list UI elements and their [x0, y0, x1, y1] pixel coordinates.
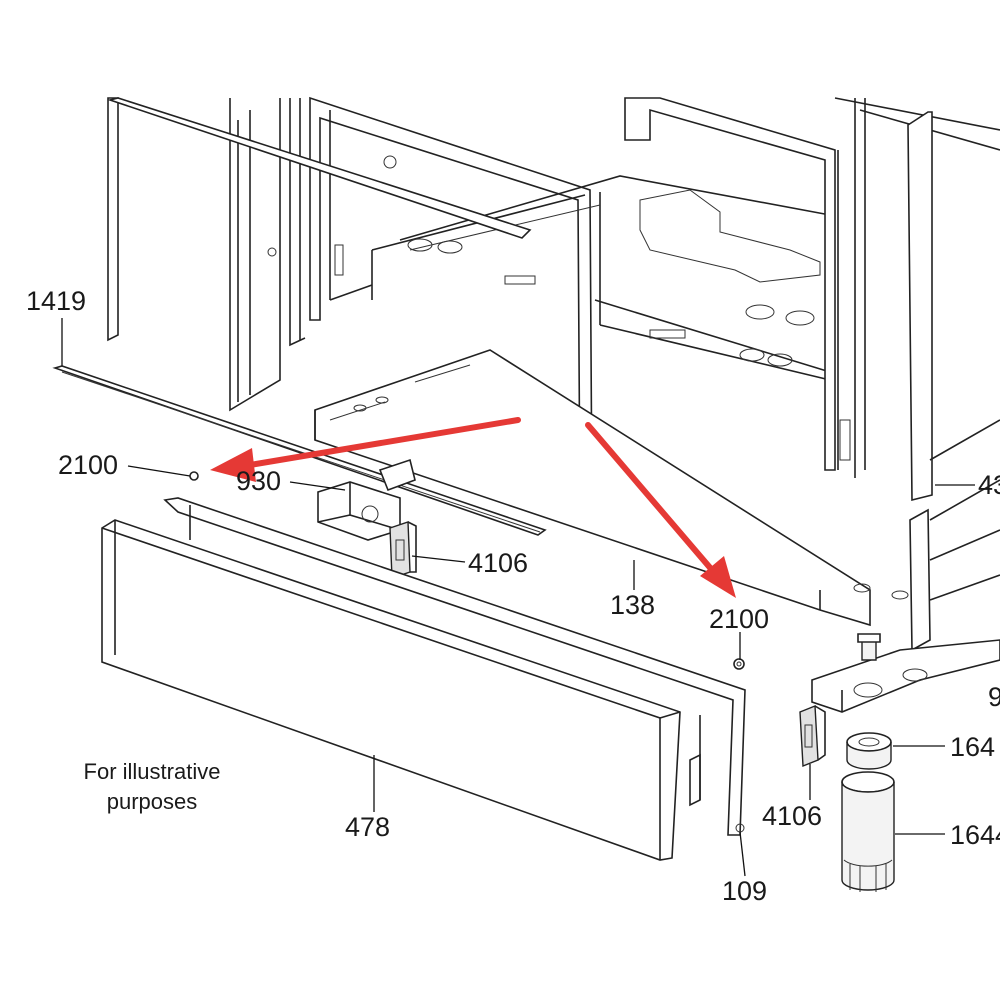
part-478-drawer-panel — [101, 497, 746, 861]
callout-4106-right: 4106 — [762, 801, 822, 831]
note-line-1: For illustrative — [84, 759, 221, 784]
part-1419-trim-strip — [52, 365, 547, 536]
leader-lines — [61, 318, 975, 877]
callout-109: 109 — [722, 876, 767, 906]
part-1644-roller-bottom — [841, 771, 895, 892]
callout-43-partial: 43 — [978, 470, 1000, 500]
callout-138: 138 — [610, 590, 655, 620]
callout-930: 930 — [236, 466, 281, 496]
callout-4106-center: 4106 — [468, 548, 528, 578]
part-2100-right-screw — [733, 658, 745, 670]
callout-478: 478 — [345, 812, 390, 842]
part-164-roller-top — [846, 732, 892, 770]
callout-labels: 1419 2100 930 4106 138 2100 478 109 4106… — [26, 286, 1000, 906]
right-lower-bracket — [811, 633, 1000, 713]
callout-2100-left: 2100 — [58, 450, 118, 480]
note-line-2: purposes — [107, 789, 198, 814]
oven-cabinet — [107, 96, 1000, 652]
red-arrow-left — [210, 417, 521, 482]
callout-2100-right: 2100 — [709, 604, 769, 634]
callout-164-top-partial: 164 — [950, 732, 995, 762]
part-2100-left-screw — [189, 471, 199, 481]
red-arrow-right — [585, 422, 736, 598]
callout-9-partial: 9 — [988, 682, 1000, 712]
part-4106-center-clip — [389, 521, 417, 579]
callout-1644-bottom-partial: 1644 — [950, 820, 1000, 850]
illustrative-note: For illustrative purposes — [84, 759, 221, 814]
part-930-bracket — [317, 458, 416, 541]
part-4106-right-clip — [799, 704, 826, 768]
callout-1419: 1419 — [26, 286, 86, 316]
